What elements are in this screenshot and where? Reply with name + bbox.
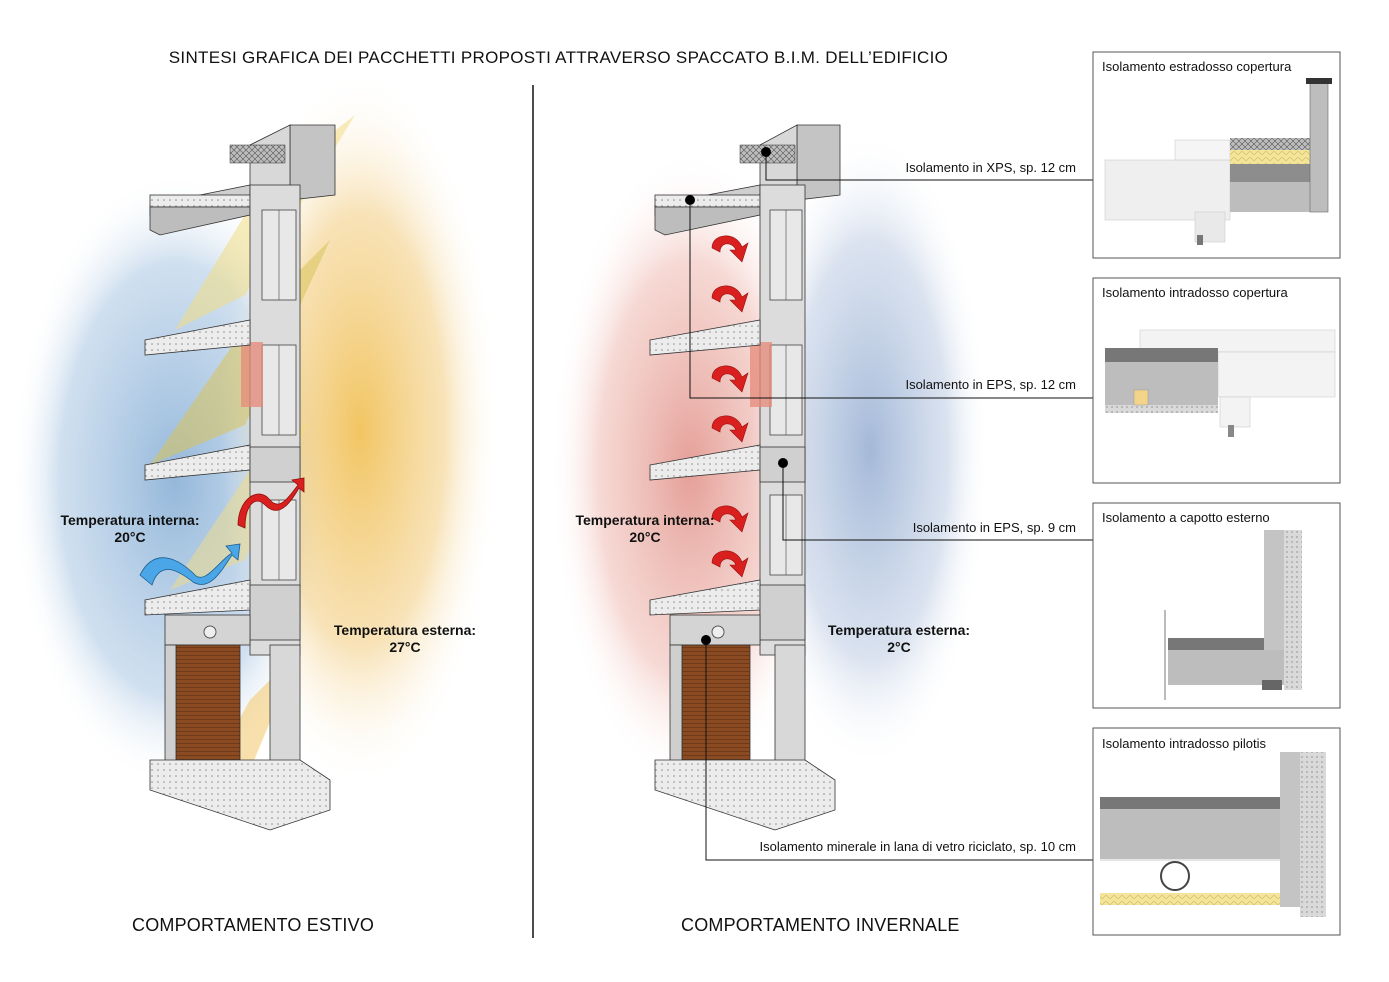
dot-eps12 [685,195,695,205]
heat-arrow [711,365,749,393]
red-heat-arrow [237,477,305,529]
winter-internal-temp-value: 20°C [629,529,661,545]
panel-2-detail [1105,329,1336,437]
summer-caption: COMPORTAMENTO ESTIVO [132,915,375,935]
panel-4-detail [1100,752,1326,917]
winter-building-section [649,124,841,831]
callout-mineral-label: Isolamento minerale in lana di vetro ric… [759,839,1076,854]
detail-panels [1092,51,1341,936]
blue-air-inflow-arrow [139,543,241,586]
callout-eps12-label: Isolamento in EPS, sp. 12 cm [905,377,1076,392]
winter-internal-temp: Temperatura interna: 20°C [555,512,735,546]
winter-external-temp-label: Temperatura esterna: [827,622,971,638]
dot-eps9 [778,458,788,468]
winter-external-temp: Temperatura esterna: 2°C [809,622,989,656]
summer-internal-temp-value: 20°C [114,529,146,545]
dot-mineral [701,635,711,645]
panel-2-title: Isolamento intradosso copertura [1102,285,1288,300]
dot-xps [761,147,771,157]
winter-heat-arrows [711,235,749,578]
heat-arrow [711,550,749,578]
callout-xps-label: Isolamento in XPS, sp. 12 cm [905,160,1076,175]
summer-internal-temp-label: Temperatura interna: [60,512,200,528]
panel-4-title: Isolamento intradosso pilotis [1102,736,1267,751]
summer-section [10,70,500,831]
panel-1-title: Isolamento estradosso copertura [1102,59,1292,74]
heat-arrow [711,235,749,263]
summer-external-temp: Temperatura esterna: 27°C [315,622,495,656]
panel-3-title: Isolamento a capotto esterno [1102,510,1270,525]
leader-eps12 [689,200,1093,399]
page-title: SINTESI GRAFICA DEI PACCHETTI PROPOSTI A… [168,48,949,67]
summer-building-section [144,124,336,831]
callout-eps9-label: Isolamento in EPS, sp. 9 cm [912,520,1076,535]
winter-section [550,124,1093,861]
leader-xps [765,152,1093,181]
winter-internal-temp-label: Temperatura interna: [575,512,715,528]
summer-external-temp-value: 27°C [389,639,421,655]
summer-external-temp-label: Temperatura esterna: [333,622,477,638]
panel-3-detail [1164,530,1302,700]
winter-external-cold-glow [750,130,990,770]
winter-external-temp-value: 2°C [887,639,911,655]
winter-caption: COMPORTAMENTO INVERNALE [681,915,960,935]
heat-arrow [711,285,749,313]
heat-arrow [711,415,749,443]
callout-leaders [689,152,1093,861]
callout-dots [685,147,788,645]
leader-eps9 [782,463,1093,541]
leader-mineral [705,640,1093,861]
panel-1-detail [1104,78,1332,245]
heat-arrow [711,505,749,533]
summer-internal-temp: Temperatura interna: 20°C [40,512,220,546]
